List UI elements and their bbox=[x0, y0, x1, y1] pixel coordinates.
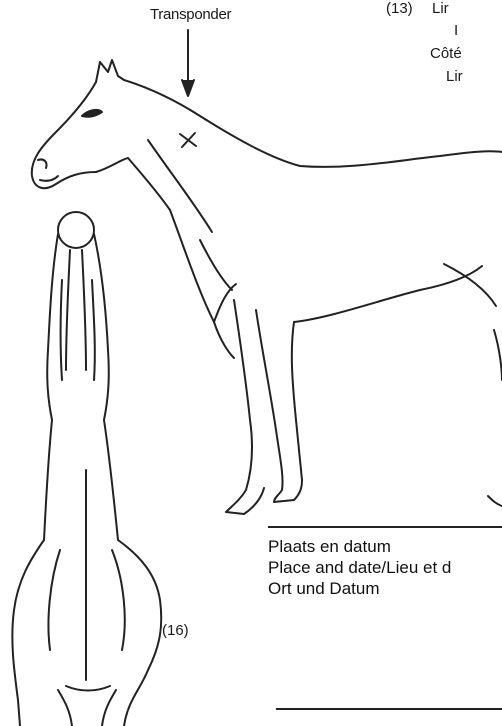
place-date-english-french: Place and date/Lieu et d bbox=[268, 557, 451, 578]
place-date-dutch: Plaats en datum bbox=[268, 536, 451, 557]
signature-top-rule bbox=[268, 526, 502, 528]
place-and-date-block: Plaats en datum Place and date/Lieu et d… bbox=[268, 536, 451, 599]
cropped-text-line-4: Lir bbox=[446, 68, 463, 85]
cropped-text-line-2: I bbox=[454, 22, 458, 39]
place-date-german: Ort und Datum bbox=[268, 578, 451, 599]
signature-line[interactable] bbox=[276, 708, 502, 710]
reference-number-13: (13) bbox=[386, 0, 413, 17]
transponder-label: Transponder bbox=[150, 6, 231, 23]
cropped-text-line-1: Lir bbox=[432, 0, 449, 17]
cropped-text-line-3: Côté bbox=[430, 45, 462, 62]
reference-number-16: (16) bbox=[162, 622, 189, 639]
transponder-mark-x-icon bbox=[180, 133, 196, 147]
transponder-arrow-icon bbox=[182, 30, 194, 96]
horse-front-view-icon bbox=[12, 212, 161, 726]
